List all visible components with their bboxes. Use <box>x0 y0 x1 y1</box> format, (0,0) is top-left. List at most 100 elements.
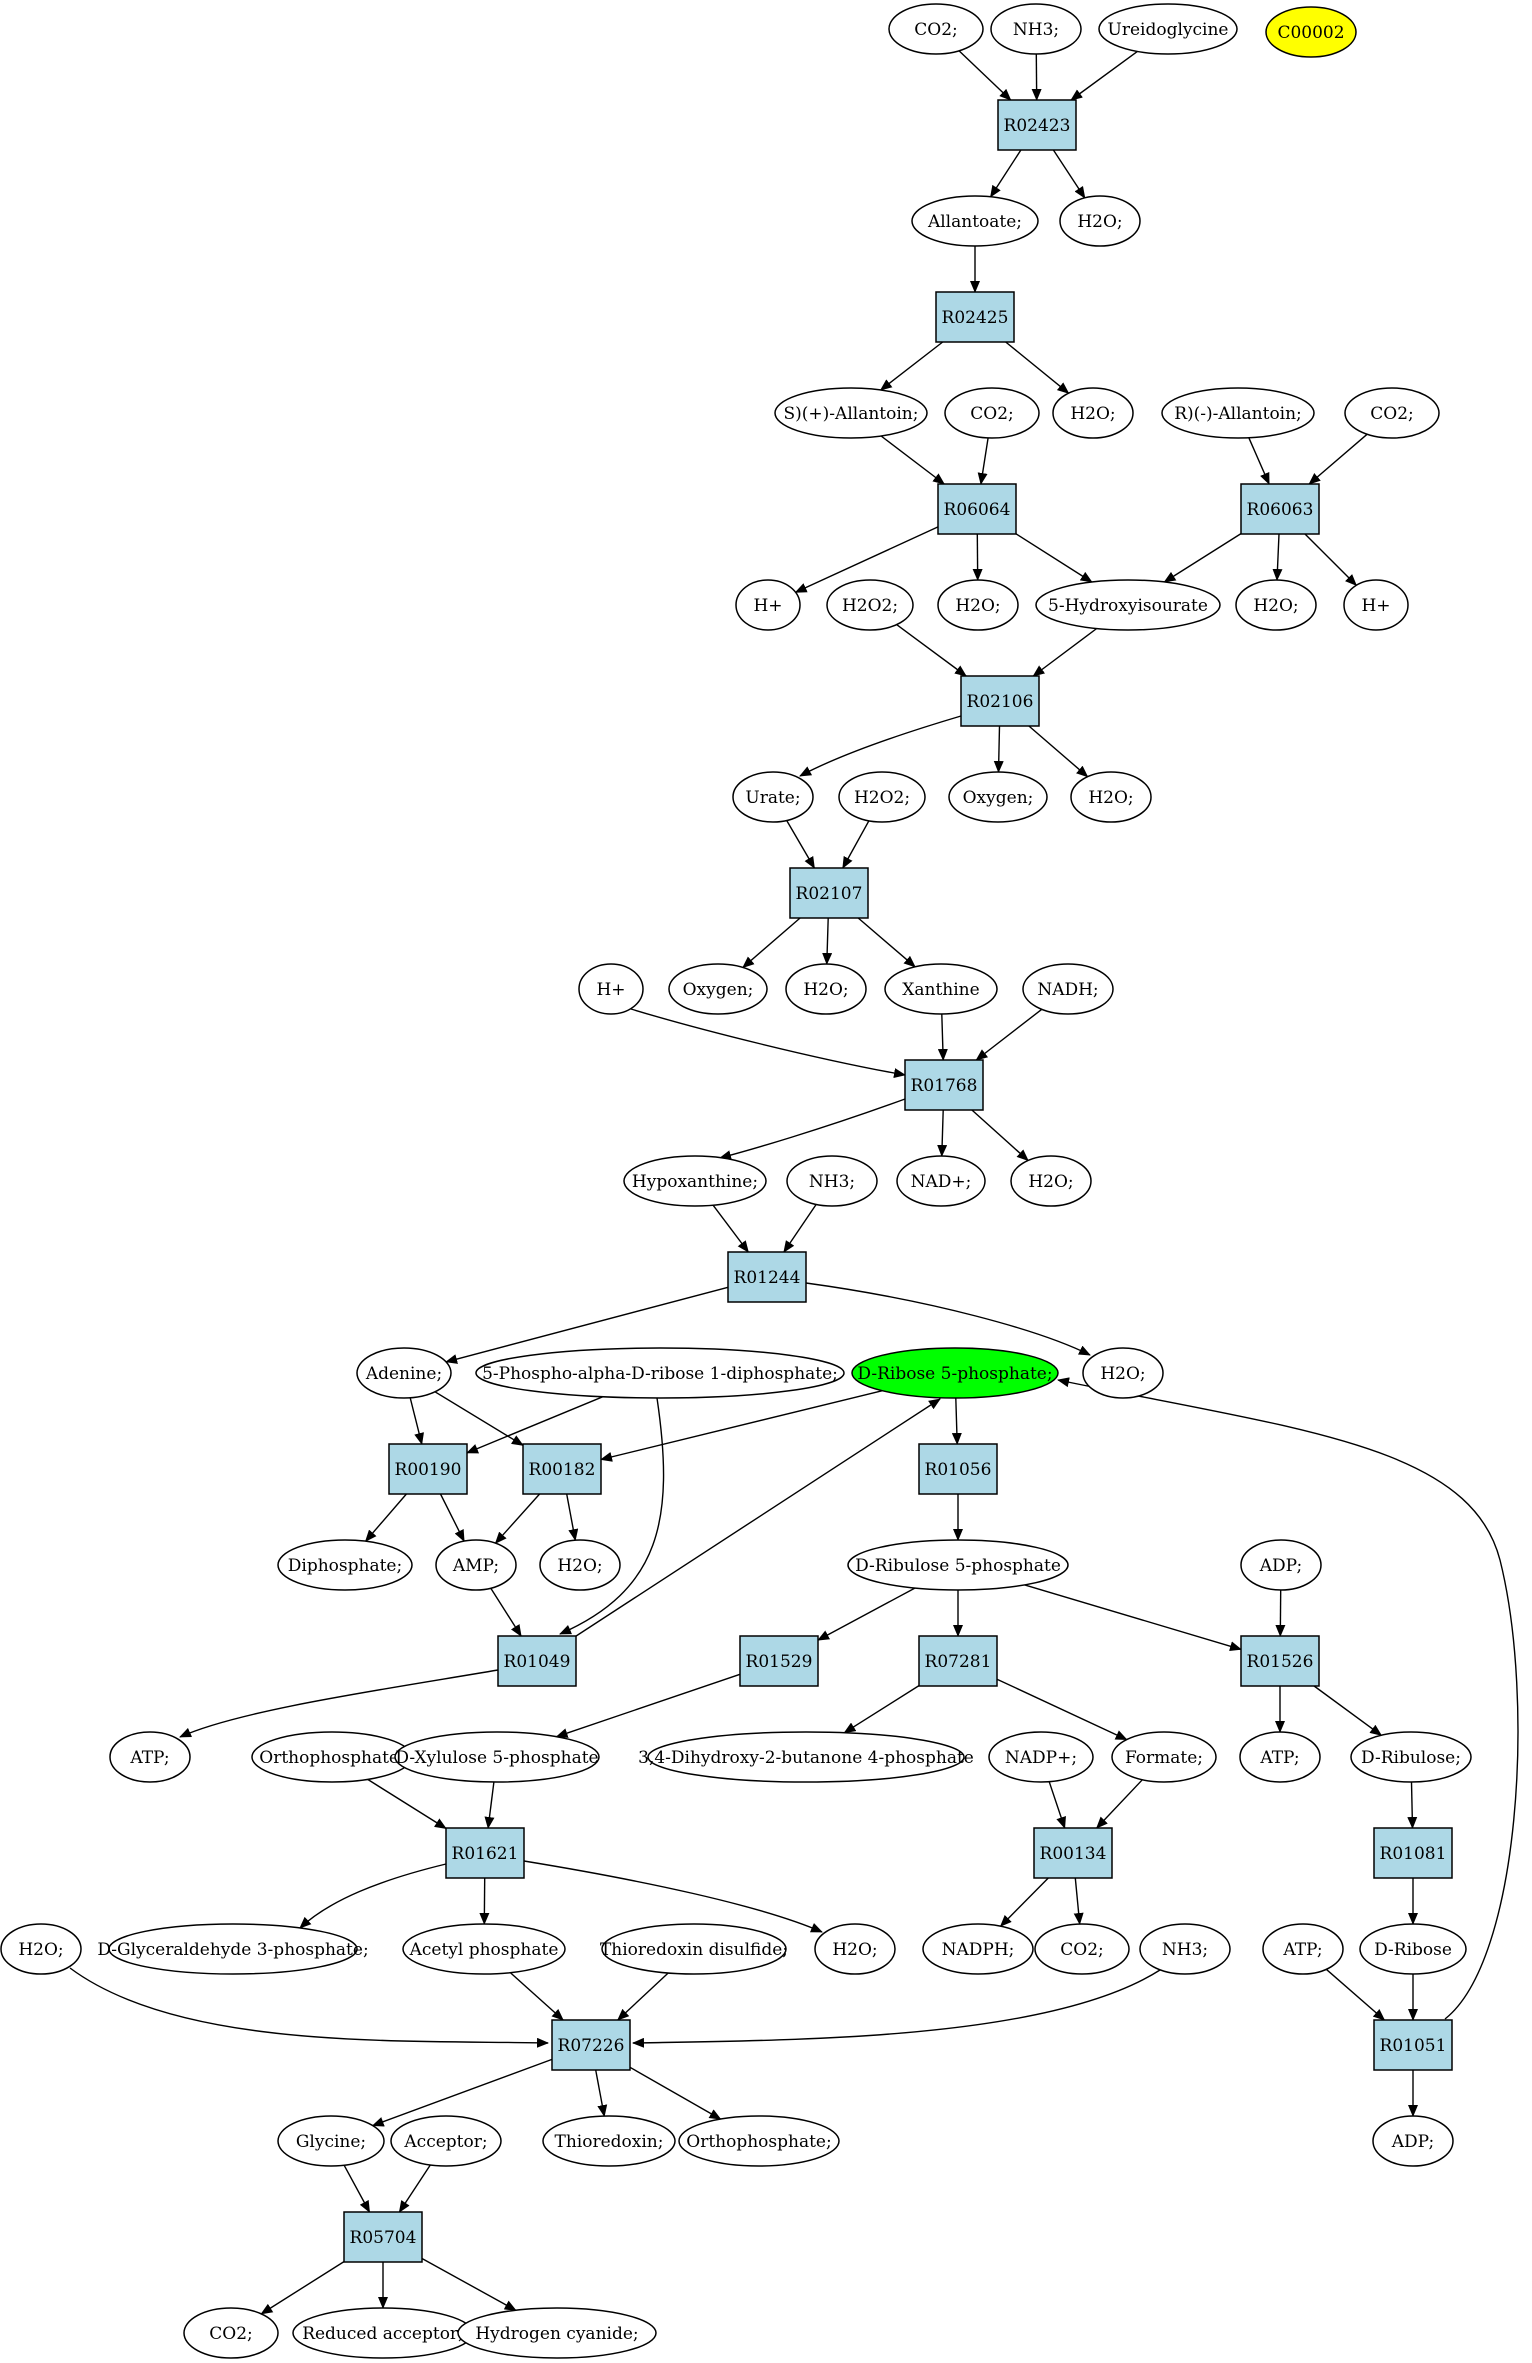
compound-node-xanthine[interactable]: Xanthine <box>884 963 998 1015</box>
compound-node-h2o_b[interactable]: H2O; <box>1052 387 1134 439</box>
compound-node-c00002[interactable]: C00002 <box>1265 6 1357 58</box>
reaction-node-r01768[interactable]: R01768 <box>904 1059 984 1111</box>
compound-node-ribulose5p[interactable]: D-Ribulose 5-phosphate <box>847 1539 1069 1591</box>
r01621-label: R01621 <box>452 1844 519 1864</box>
compound-node-hydroxyisourate[interactable]: 5-Hydroxyisourate <box>1035 579 1221 631</box>
compound-node-ribose5p[interactable]: D-Ribose 5-phosphate; <box>851 1347 1059 1399</box>
compound-node-atp_b[interactable]: ATP; <box>1239 1731 1321 1783</box>
adenine-shape <box>356 1347 452 1399</box>
compound-node-h2o2_b[interactable]: H2O2; <box>838 771 926 823</box>
reaction-node-r02106[interactable]: R02106 <box>960 675 1040 727</box>
compound-node-oxygen_a[interactable]: Oxygen; <box>948 771 1048 823</box>
compound-node-thioredoxin[interactable]: Thioredoxin; <box>542 2115 676 2167</box>
compound-node-h2o_j[interactable]: H2O; <box>0 1923 82 1975</box>
reaction-node-r06064[interactable]: R06064 <box>937 483 1017 535</box>
reaction-node-r07281[interactable]: R07281 <box>918 1635 998 1687</box>
compound-node-urate[interactable]: Urate; <box>732 771 814 823</box>
compound-node-nh3_b[interactable]: NH3; <box>786 1155 878 1207</box>
reaction-node-r05704[interactable]: R05704 <box>343 2211 423 2263</box>
reaction-node-r01081[interactable]: R01081 <box>1373 1827 1453 1879</box>
compound-node-nadh[interactable]: NADH; <box>1022 963 1114 1015</box>
compound-node-h2o_i[interactable]: H2O; <box>539 1539 621 1591</box>
reaction-node-r06063[interactable]: R06063 <box>1240 483 1320 535</box>
reaction-node-r01621[interactable]: R01621 <box>445 1827 525 1879</box>
compound-node-h2o_a[interactable]: H2O; <box>1059 195 1141 247</box>
reaction-node-r01244[interactable]: R01244 <box>727 1251 807 1303</box>
compound-node-orthophosphate_a[interactable]: Orthophosphate; <box>251 1731 413 1783</box>
compound-node-co2_b[interactable]: CO2; <box>944 387 1040 439</box>
compound-node-reduced_acceptor[interactable]: Reduced acceptor; <box>292 2307 474 2359</box>
compound-node-amp[interactable]: AMP; <box>435 1539 517 1591</box>
compound-node-diphosphate[interactable]: Diphosphate; <box>277 1539 413 1591</box>
h2o_d-label: H2O; <box>1253 596 1298 616</box>
compound-node-atp_c[interactable]: ATP; <box>1262 1923 1344 1975</box>
compound-node-acetylp[interactable]: Acetyl phosphate <box>402 1923 566 1975</box>
compound-node-r_allantoin[interactable]: R)(-)-Allantoin; <box>1161 387 1315 439</box>
reaction-node-r01051[interactable]: R01051 <box>1373 2019 1453 2071</box>
compound-node-co2_c[interactable]: CO2; <box>1344 387 1440 439</box>
compound-node-nadph[interactable]: NADPH; <box>922 1923 1034 1975</box>
reaction-node-r02107[interactable]: R02107 <box>789 867 869 919</box>
reaction-node-r01526[interactable]: R01526 <box>1240 1635 1320 1687</box>
compound-node-nadpplus[interactable]: NADP+; <box>988 1731 1094 1783</box>
compound-node-hplus_c[interactable]: H+ <box>578 963 644 1015</box>
compound-node-s_allantoin[interactable]: S)(+)-Allantoin; <box>774 387 928 439</box>
reaction-node-r00190[interactable]: R00190 <box>388 1443 468 1495</box>
edge-adenine-to-r00190 <box>409 1397 424 1445</box>
compound-node-orthophosphate_b[interactable]: Orthophosphate; <box>678 2115 840 2167</box>
compound-node-h2o_k[interactable]: H2O; <box>814 1923 896 1975</box>
reaction-node-r02423[interactable]: R02423 <box>997 99 1077 151</box>
compound-node-hcn[interactable]: Hydrogen cyanide; <box>457 2307 657 2359</box>
compound-node-nadplus[interactable]: NAD+; <box>896 1155 986 1207</box>
compound-node-g3p[interactable]: D-Glyceraldehyde 3-phosphate; <box>97 1923 369 1975</box>
compound-node-ribulose[interactable]: D-Ribulose; <box>1350 1731 1472 1783</box>
compound-node-hypoxanthine[interactable]: Hypoxanthine; <box>623 1155 767 1207</box>
compound-node-hplus_b[interactable]: H+ <box>1343 579 1409 631</box>
compound-node-trx_disulfide[interactable]: Thioredoxin disulfide; <box>600 1923 788 1975</box>
compound-node-oxygen_b[interactable]: Oxygen; <box>668 963 768 1015</box>
compound-node-h2o2_a[interactable]: H2O2; <box>826 579 914 631</box>
reaction-node-r01049[interactable]: R01049 <box>497 1635 577 1687</box>
compound-node-co2_e[interactable]: CO2; <box>183 2307 279 2359</box>
compound-node-co2_a[interactable]: CO2; <box>888 3 984 55</box>
reaction-node-r00182[interactable]: R00182 <box>522 1443 602 1495</box>
compound-node-adp_a[interactable]: ADP; <box>1240 1539 1322 1591</box>
compound-node-h2o_d[interactable]: H2O; <box>1235 579 1317 631</box>
compound-node-h2o_e[interactable]: H2O; <box>1070 771 1152 823</box>
compound-node-prpp[interactable]: 5-Phospho-alpha-D-ribose 1-diphosphate; <box>475 1347 845 1399</box>
compound-node-adenine[interactable]: Adenine; <box>356 1347 452 1399</box>
reaction-node-r00134[interactable]: R00134 <box>1033 1827 1113 1879</box>
r02107-shape <box>789 867 869 919</box>
trx_disulfide-label: Thioredoxin disulfide; <box>600 1940 788 1960</box>
reaction-node-r07226[interactable]: R07226 <box>551 2019 631 2071</box>
compound-node-nh3_c[interactable]: NH3; <box>1139 1923 1231 1975</box>
edge-r02423-to-allantoate <box>990 149 1022 198</box>
compound-node-glycine[interactable]: Glycine; <box>277 2115 385 2167</box>
reaction-node-r01056[interactable]: R01056 <box>918 1443 998 1495</box>
edge-r02106-to-urate <box>799 715 962 777</box>
co2_b-shape <box>944 387 1040 439</box>
compound-node-h2o_f[interactable]: H2O; <box>785 963 867 1015</box>
compound-node-dhbp[interactable]: 3,4-Dihydroxy-2-butanone 4-phosphate <box>638 1731 974 1783</box>
compound-node-co2_d[interactable]: CO2; <box>1034 1923 1130 1975</box>
diphosphate-shape <box>277 1539 413 1591</box>
reaction-node-r02425[interactable]: R02425 <box>935 291 1015 343</box>
compound-node-hplus_a[interactable]: H+ <box>735 579 801 631</box>
compound-node-atp_a[interactable]: ATP; <box>109 1731 191 1783</box>
compound-node-h2o_c[interactable]: H2O; <box>937 579 1019 631</box>
compound-node-acceptor[interactable]: Acceptor; <box>390 2115 502 2167</box>
h2o_i-shape <box>539 1539 621 1591</box>
compound-node-dribose[interactable]: D-Ribose <box>1359 1923 1467 1975</box>
compound-node-h2o_g[interactable]: H2O; <box>1010 1155 1092 1207</box>
xanthine-label: Xanthine <box>902 980 979 1000</box>
compound-node-ureidoglycine[interactable]: Ureidoglycine <box>1098 3 1238 55</box>
compound-node-allantoate[interactable]: Allantoate; <box>911 195 1039 247</box>
reaction-node-r01529[interactable]: R01529 <box>739 1635 819 1687</box>
compound-node-h2o_h[interactable]: H2O; <box>1082 1347 1164 1399</box>
compound-node-adp_b[interactable]: ADP; <box>1372 2115 1454 2167</box>
r_allantoin-shape <box>1161 387 1315 439</box>
compound-node-xylulose5p[interactable]: D-Xylulose 5-phosphate <box>394 1731 600 1783</box>
ureidoglycine-label: Ureidoglycine <box>1108 20 1229 40</box>
compound-node-nh3_a[interactable]: NH3; <box>990 3 1082 55</box>
compound-node-formate[interactable]: Formate; <box>1111 1731 1217 1783</box>
